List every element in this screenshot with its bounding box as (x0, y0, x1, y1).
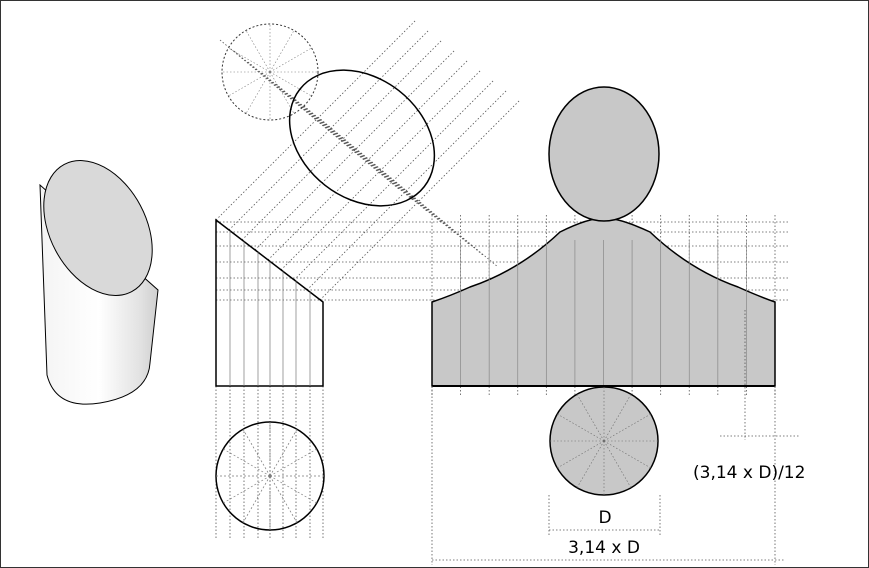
top-ellipse (548, 86, 660, 222)
base-circle (549, 386, 659, 496)
auxiliary-view (221, 23, 436, 207)
cylinder-3d-view (39, 160, 159, 405)
construction-lines (215, 19, 790, 540)
dimension-label-diameter: D (598, 508, 611, 528)
dimension-lines (431, 310, 800, 565)
front-view (215, 218, 324, 387)
development-pattern (431, 217, 776, 387)
plan-view-circle (215, 421, 325, 531)
dimension-label-circumference: 3,14 x D (568, 538, 640, 558)
dimension-label-segment: (3,14 x D)/12 (693, 463, 805, 483)
